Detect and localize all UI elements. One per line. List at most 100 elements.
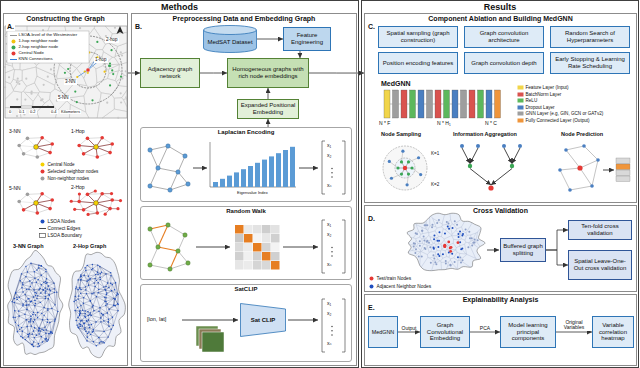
lsoa-node [67,68,69,70]
lsoa-node [16,81,18,83]
lsoa-node [24,98,26,100]
graph-node [590,184,594,188]
lsoa-node [117,303,118,304]
lsoa-node [14,317,15,318]
layer-link [407,104,410,105]
layer-link [492,104,495,105]
lsoa-node [28,334,29,335]
legend-entry: Selected neighbor nodes [38,169,99,174]
lsoa-polygon [119,63,127,77]
lsoa-node [78,327,79,328]
lsoa-node [46,341,47,342]
lsoa-node [28,336,29,337]
neighbor-node [472,242,474,244]
lsoa-node [76,101,78,103]
neighbor-node [108,207,112,211]
lsoa-node [32,314,33,315]
lsoa-node [80,293,81,294]
diagram-label: 3-NN Graph [12,243,45,249]
lsoa-node [114,27,116,29]
lsoa-node [112,284,113,285]
lsoa-node [39,289,40,290]
layer-link [390,104,393,105]
neighbor-node [460,262,462,264]
neighbor-node [70,200,73,203]
process-box: Variable correlation heatmap [592,316,634,348]
lsoa-node [117,304,118,305]
neighbor-node [414,252,416,254]
diagram-label: 0 [8,110,12,114]
diagram-label: Node Sampling [380,131,422,137]
central-node [34,145,39,150]
eigenvalue-bar [227,176,232,187]
lsoa-node [46,282,47,283]
lsoa-node [43,289,44,290]
lsoa-node [21,273,22,274]
legend-swatch-dot [41,170,45,174]
neighbor-node [413,246,415,248]
graph-node [148,184,152,188]
neighbor-node [510,164,514,168]
other-node [17,200,21,204]
flow-connector [398,332,420,333]
legend-label: LSOA Boundary [48,233,82,238]
graph-edge [580,160,598,168]
lsoa-node [93,341,94,342]
transition-cell [244,252,253,261]
graph-node [183,233,187,237]
neighbor-node [450,265,452,267]
transition-cell [235,243,244,252]
neighbor-node [447,223,449,225]
flow-connector [200,73,227,74]
diagram-label: 3-NN [64,80,77,85]
diagram-label: Information Aggregation [452,131,518,137]
neighbor-node [445,260,447,262]
lsoa-node [85,289,86,290]
graph-node [564,148,568,152]
lsoa-node [22,305,23,306]
legend-label: BatchNorm Layer [526,92,562,97]
lsoa-node [41,336,42,337]
lsoa-node [90,312,91,313]
panel-box: Cross ValidationD.Buffered graph splitti… [364,205,637,292]
graph-edge [168,146,185,156]
lsoa-node [33,296,34,297]
lsoa-node [84,327,85,328]
graph-edge [170,184,188,190]
graph-edges [12,263,58,347]
transition-cell [262,243,271,252]
lsoa-node [89,314,90,315]
legend-label: GNN Layer (e.g, GIN, GCN or GATv2) [526,111,604,116]
lsoa-node [117,310,118,311]
lsoa-node [40,292,41,293]
flow-connector [546,230,568,250]
ellipsis-dot [331,330,332,331]
lsoa-node [43,282,44,283]
neighbor-node [77,200,81,204]
legend-swatch [10,39,17,44]
lsoa-node [94,282,95,283]
flow-connector [299,51,300,58]
neighbor-node [433,235,435,237]
other-node [26,137,30,141]
graph-edge [391,174,401,178]
lsoa-node [79,323,80,324]
lsoa-node [48,333,49,334]
graph-edge [84,154,98,157]
legend-swatch-dot [12,46,16,50]
lsoa-node [106,102,108,104]
process-box: Expanded Positional Embedding [237,99,299,119]
neighbor-node [448,228,450,230]
lsoa-node [79,287,80,288]
lsoa-node [101,272,102,273]
diagram-label: 3-NN [8,129,22,135]
lsoa-node [99,342,100,343]
lsoa-node [18,315,19,316]
lsoa-node [16,299,17,300]
lsoa-polygon [35,76,55,92]
panel-heading: Preprocessing Data and Embedding Graph [132,15,356,23]
lsoa-node [30,319,31,320]
legend-label: ReLU [526,98,538,103]
lsoa-node [50,68,52,70]
